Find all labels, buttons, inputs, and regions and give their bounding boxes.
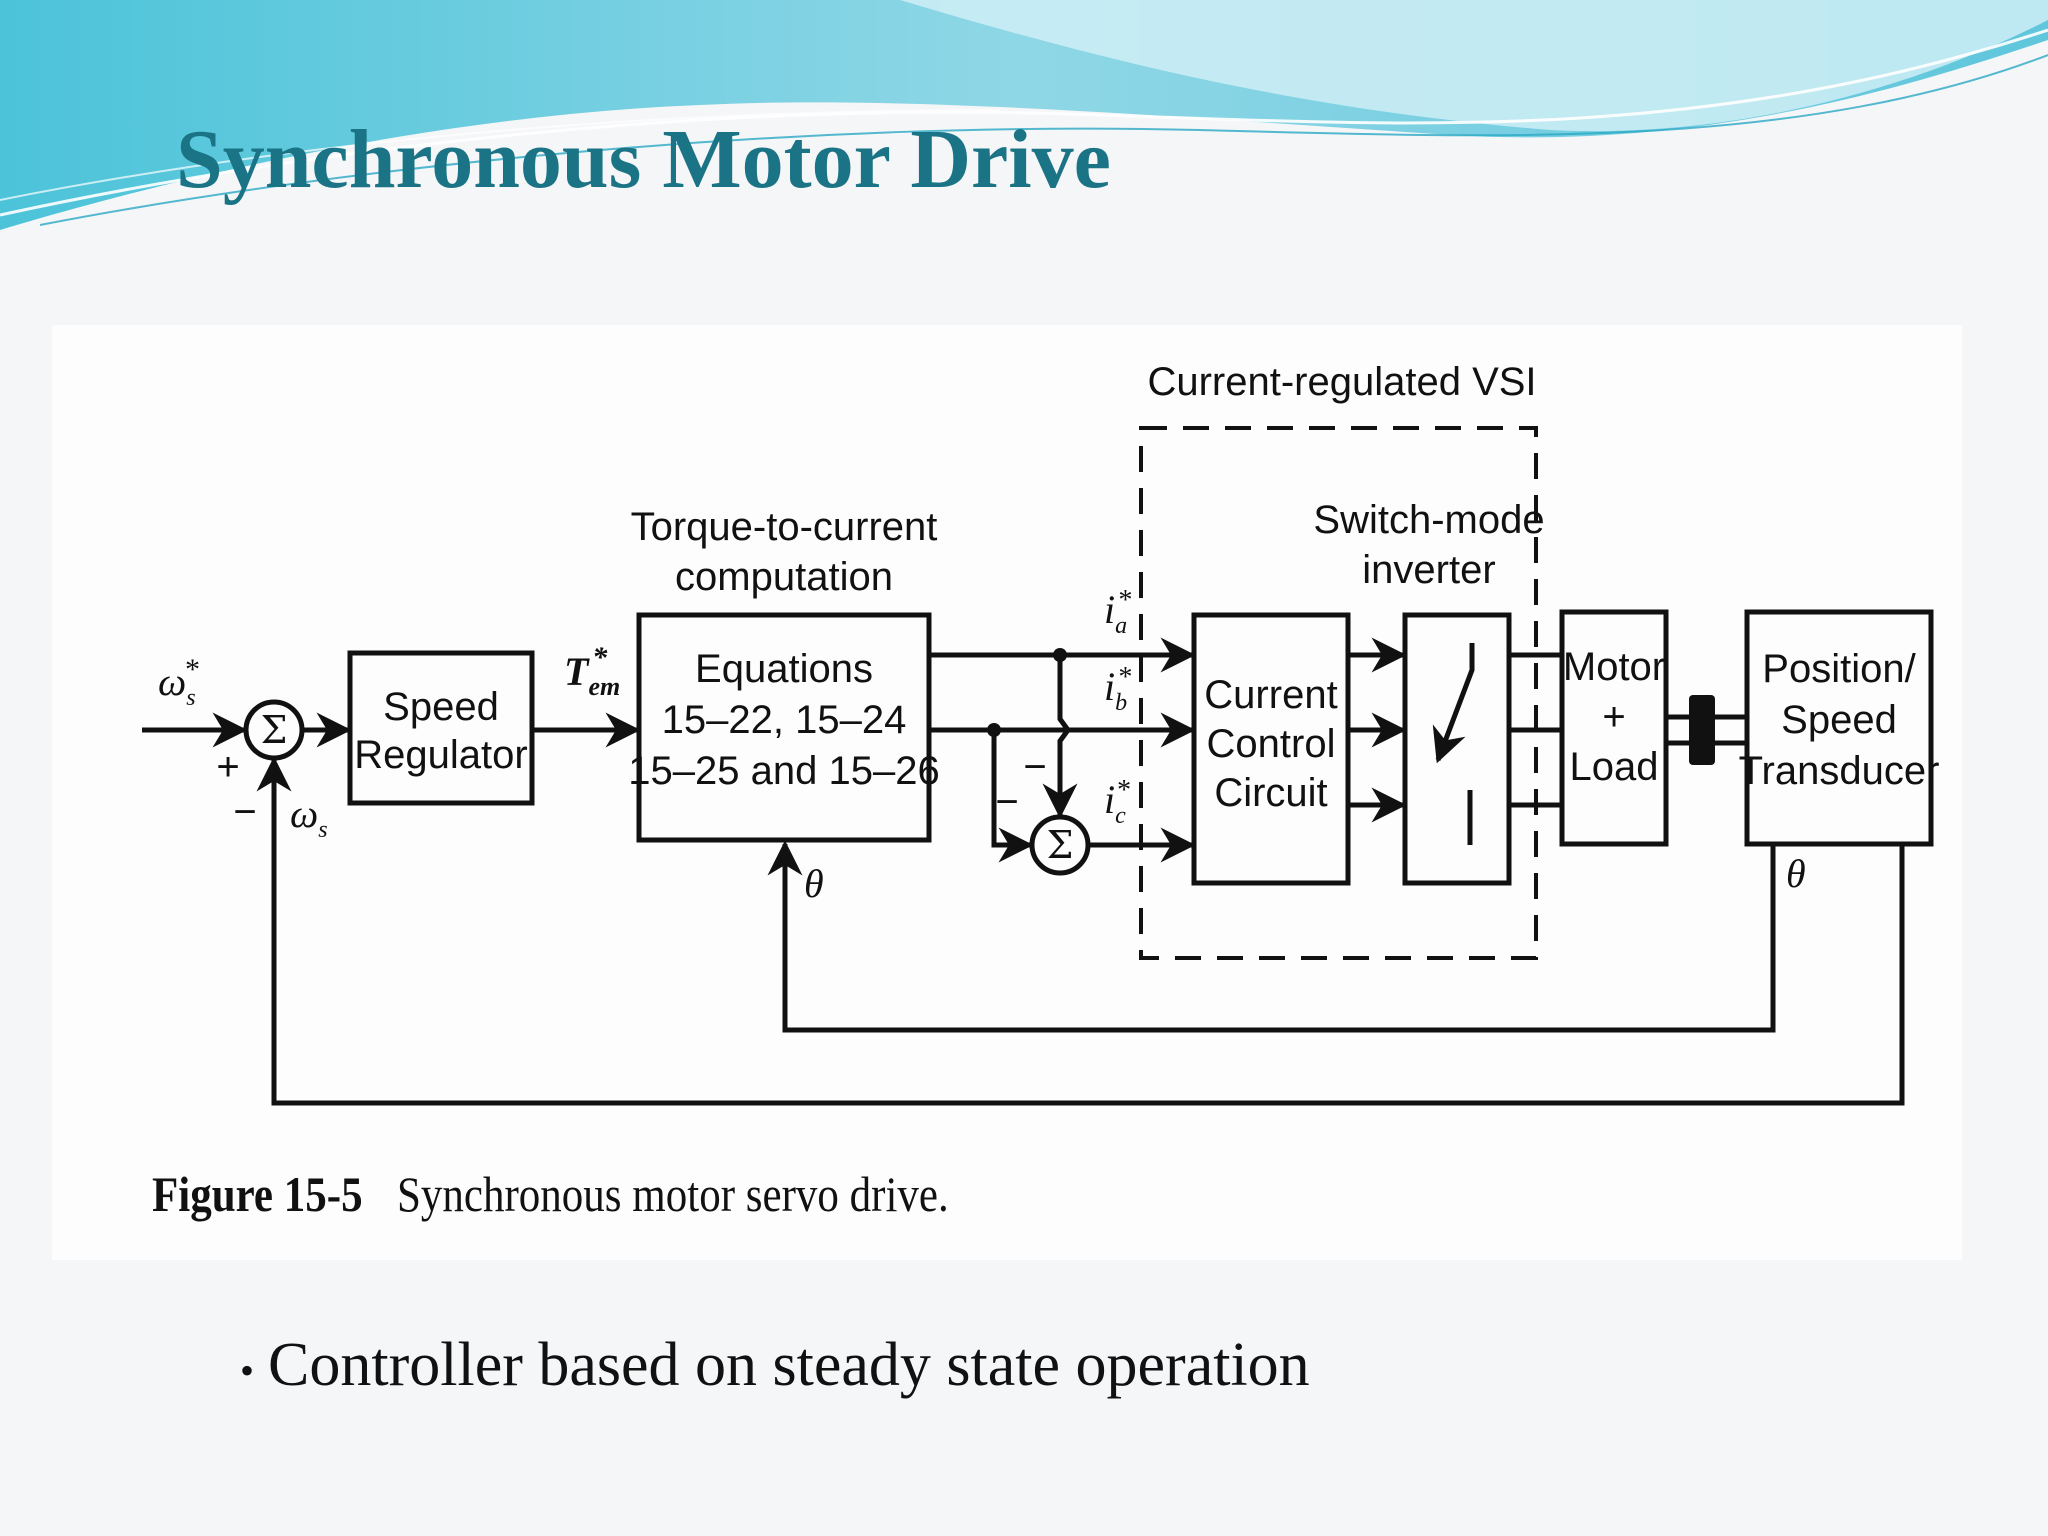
theta-label-transducer: θ [1786,851,1806,896]
motor-load-label-line1: Motor [1563,645,1665,689]
shaft-coupling [1689,695,1715,765]
motor-load-label-line2: + [1602,695,1625,739]
ic-sigma-symbol: Σ [1047,823,1074,867]
bullet-item: • Controller based on steady state operat… [240,1330,1310,1401]
ib-reference-label: ib* [1104,662,1131,716]
block-diagram: Current-regulated VSI Torque-to-current … [142,360,1940,1106]
current-control-label-line2: Control [1207,722,1336,766]
current-control-label-line1: Current [1204,673,1337,717]
current-control-block [1191,612,1351,886]
speed-reference-label: ωs* [158,653,199,711]
transducer-label-line2: Speed [1781,698,1897,742]
equations-label-line1: Equations [695,647,873,691]
transducer-label-line3: Transducer [1739,749,1940,793]
minus-sign-speed: − [233,790,256,834]
ia-reference-label: ia* [1104,585,1131,639]
speed-regulator-label-line1: Speed [383,685,499,729]
torque-current-label-line2: computation [675,555,893,599]
motor-load-label-line3: Load [1570,745,1659,789]
speed-regulator-label-line2: Regulator [354,733,527,777]
figure-panel: Current-regulated VSI Torque-to-current … [52,325,1962,1260]
speed-sigma-symbol: Σ [261,708,288,752]
current-control-label-line3: Circuit [1214,771,1327,815]
figure-caption-text: Synchronous motor servo drive. [396,1166,949,1222]
minus-sign-ia: − [995,780,1018,824]
transducer-label-line1: Position/ [1762,647,1916,691]
minus-sign-ib: − [1023,745,1046,789]
figure-number: Figure 15-5 [152,1166,363,1222]
speed-feedback-label: ωs [290,791,328,843]
svg-text:ia*: ia* [1104,585,1131,639]
transducer-block [1744,609,1934,847]
equations-label-line2: 15–22, 15–24 [662,698,907,742]
ic-reference-label: ic* [1104,775,1130,829]
svg-text:Tem*: Tem* [564,641,620,701]
bullet-text: Controller based on steady state operati… [268,1331,1310,1399]
equations-label-line3: 15–25 and 15–26 [628,749,939,793]
inverter-label-line2: inverter [1362,548,1495,592]
torque-reference-label: Tem* [564,641,620,701]
svg-text:ωs: ωs [290,791,328,843]
slide-title: Synchronous Motor Drive [176,113,1111,206]
svg-text:ic*: ic* [1104,775,1130,829]
vsi-label: Current-regulated VSI [1147,360,1536,404]
torque-current-label-line1: Torque-to-current [631,505,938,549]
svg-text:ib*: ib* [1104,662,1131,716]
svg-text:ωs*: ωs* [158,653,199,711]
bullet-dot: • [240,1348,255,1394]
figure-caption: Figure 15-5 Synchronous motor servo drive… [152,1165,949,1223]
plus-sign: + [216,745,239,789]
inverter-label-line1: Switch-mode [1313,498,1544,542]
theta-label-equations: θ [804,861,824,906]
inverter-block [1402,612,1512,886]
